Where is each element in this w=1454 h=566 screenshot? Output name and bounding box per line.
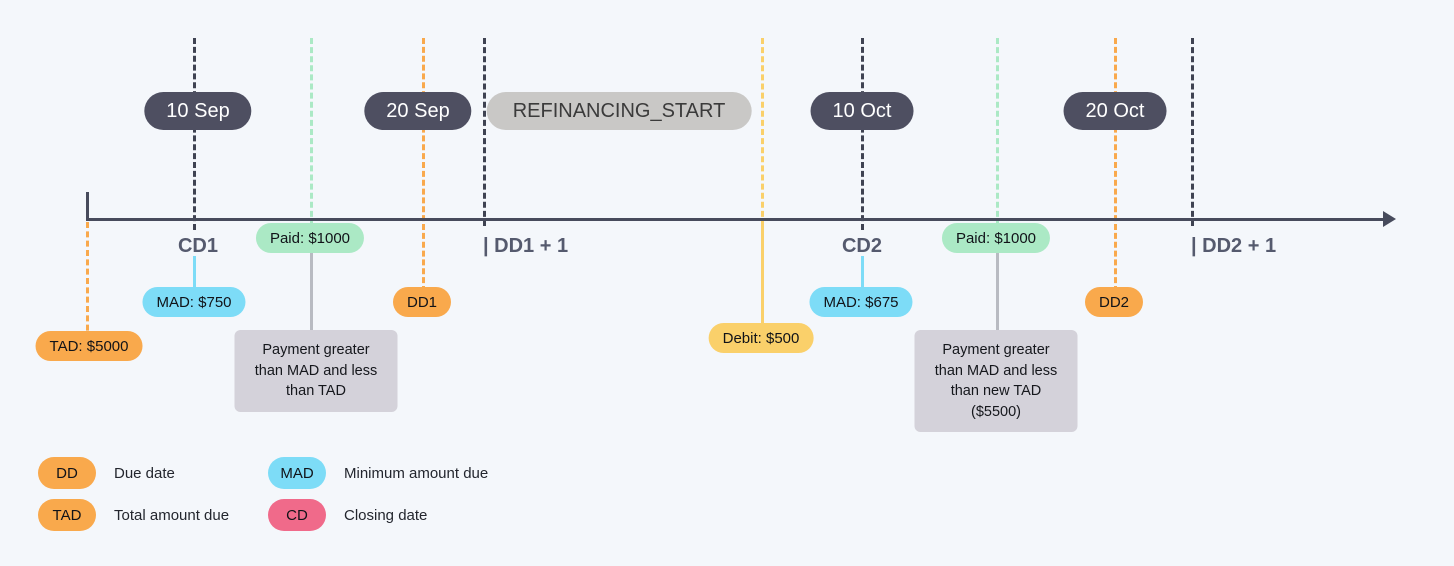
note-note1: Payment greater than MAD and less than T…: [234, 330, 398, 412]
legend-label-dd: Due date: [114, 464, 175, 482]
dd1-line: [422, 38, 425, 292]
legend-chip-tad: TAD: [38, 499, 96, 531]
amount-pill-label: DD2: [1098, 293, 1130, 311]
timeline-axis: [86, 218, 1386, 221]
paid2-line: [996, 38, 999, 226]
paid1-line: [310, 38, 313, 226]
legend-item-dd: DD Due date: [38, 457, 268, 489]
date-marker-label: 20 Oct: [1085, 99, 1145, 122]
legend-item-mad: MAD Minimum amount due: [268, 457, 488, 489]
legend-label-mad: Minimum amount due: [344, 464, 489, 482]
amount-pill-debit[interactable]: Debit: $500: [708, 323, 814, 353]
legend-chip-dd: DD: [38, 457, 96, 489]
cd1-line: [193, 38, 196, 230]
amount-pill-label: DD1: [406, 293, 438, 311]
amount-pill-tad1[interactable]: TAD: $5000: [35, 331, 143, 361]
cd2-line: [861, 38, 864, 230]
amount-pill-label: TAD: $5000: [49, 337, 129, 355]
amount-pill-label: Paid: $1000: [269, 229, 351, 247]
amount-pill-label: MAD: $675: [823, 293, 899, 311]
amount-pill-paid2[interactable]: Paid: $1000: [941, 223, 1051, 253]
cd1-to-mad: [193, 256, 196, 288]
tad-line: [86, 222, 89, 340]
axis-start-tick: [86, 192, 89, 220]
axis-caption-cd2: CD2: [841, 235, 883, 257]
paid1-to-note: [310, 253, 313, 331]
date-marker-refinancing[interactable]: REFINANCING_START: [486, 92, 752, 130]
amount-pill-paid1[interactable]: Paid: $1000: [255, 223, 365, 253]
cd2-to-mad: [861, 256, 864, 288]
legend-chip-cd: CD: [268, 499, 326, 531]
date-marker-label: 10 Oct: [832, 99, 892, 122]
date-marker-cd2[interactable]: 10 Oct: [810, 92, 914, 130]
amount-pill-mad1[interactable]: MAD: $750: [142, 287, 246, 317]
date-marker-label: 20 Sep: [386, 99, 450, 122]
legend-chip-mad: MAD: [268, 457, 326, 489]
axis-caption-dd1plus1: | DD1 + 1: [483, 235, 569, 257]
note-note2: Payment greater than MAD and less than n…: [914, 330, 1078, 433]
legend-item-cd: CD Closing date: [268, 499, 488, 531]
legend-label-cd: Closing date: [344, 506, 428, 524]
legend-label-tad: Total amount due: [114, 506, 230, 524]
date-marker-label: 10 Sep: [166, 99, 230, 122]
dd2-line: [1114, 38, 1117, 292]
amount-pill-ddue1[interactable]: DD1: [392, 287, 452, 317]
debit-to-axis: [761, 222, 764, 324]
dd1plus1-line: [483, 38, 486, 226]
legend-item-tad: TAD Total amount due: [38, 499, 268, 531]
amount-pill-ddue2[interactable]: DD2: [1084, 287, 1144, 317]
amount-pill-label: MAD: $750: [156, 293, 232, 311]
axis-caption-cd1: CD1: [177, 235, 219, 257]
date-marker-label: REFINANCING_START: [512, 99, 726, 122]
dd2plus1-line: [1191, 38, 1194, 226]
amount-pill-label: Paid: $1000: [955, 229, 1037, 247]
amount-pill-mad2[interactable]: MAD: $675: [809, 287, 913, 317]
date-marker-dd2[interactable]: 20 Oct: [1063, 92, 1167, 130]
axis-caption-dd2plus1: | DD2 + 1: [1191, 235, 1277, 257]
date-marker-dd1[interactable]: 20 Sep: [364, 92, 472, 130]
debit-line: [761, 38, 764, 226]
axis-arrow-icon: [1383, 211, 1396, 227]
date-marker-cd1[interactable]: 10 Sep: [144, 92, 252, 130]
paid2-to-note: [996, 253, 999, 331]
amount-pill-label: Debit: $500: [722, 329, 800, 347]
